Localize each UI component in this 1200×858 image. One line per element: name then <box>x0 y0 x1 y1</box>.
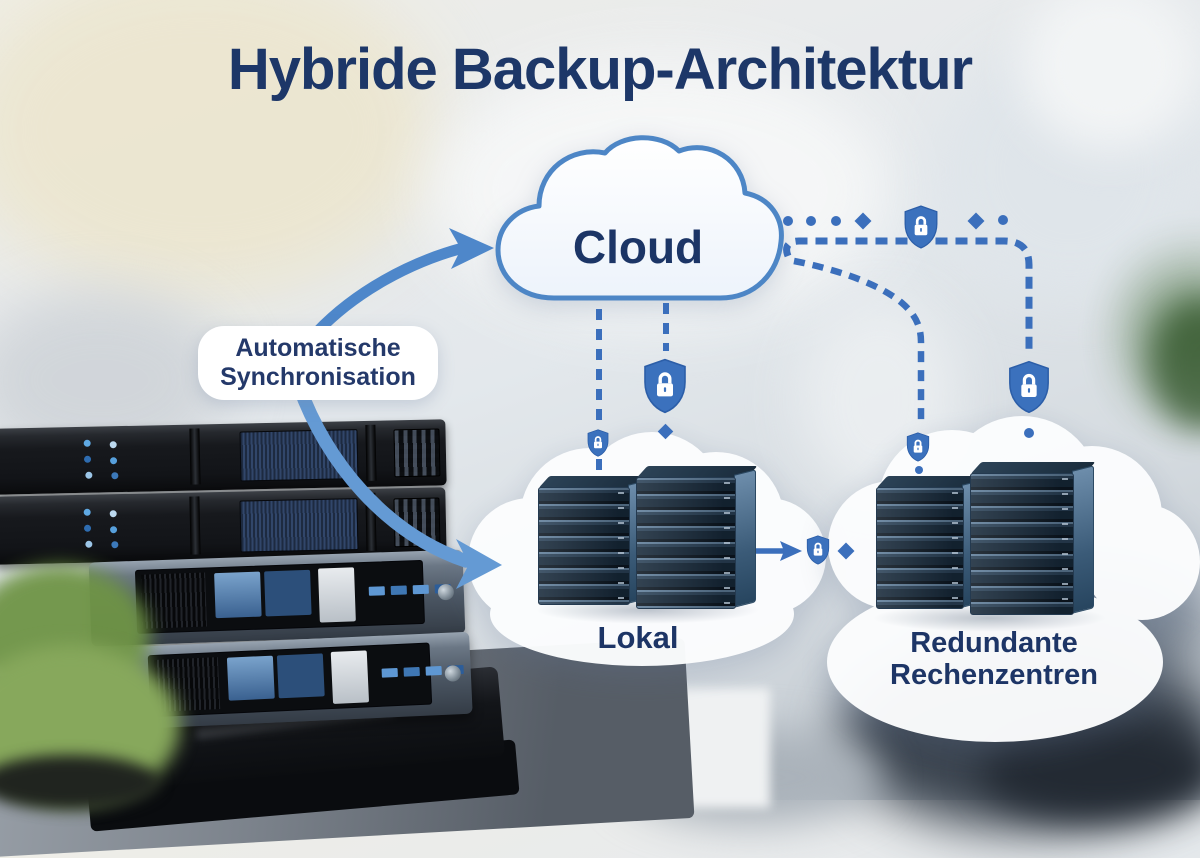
led-indicators <box>381 667 398 678</box>
rack-keypad <box>393 497 441 548</box>
redundant-server-tower-2 <box>970 462 1096 615</box>
server-stack-photo <box>0 0 1200 800</box>
led-indicators <box>83 508 91 516</box>
rack-lock <box>437 583 455 601</box>
rack-server-1 <box>0 419 447 495</box>
rack-bay <box>134 559 425 634</box>
tower-front <box>876 487 964 609</box>
rack-mesh-panel <box>239 498 359 553</box>
tower-front <box>636 477 736 609</box>
local-server-tower-1 <box>538 476 652 605</box>
rack-label-card <box>330 650 370 704</box>
rack-divider <box>189 428 201 485</box>
led-indicators <box>368 586 385 596</box>
rack-label-card <box>317 567 356 623</box>
rack-divider <box>365 424 377 481</box>
rack-drive-panels <box>226 655 275 701</box>
rack-mesh-panel <box>239 429 359 482</box>
rack-keypad <box>393 428 441 478</box>
rack-drive-panels <box>214 571 262 618</box>
tower-front <box>970 473 1074 615</box>
rack-divider <box>189 496 201 555</box>
rack-bay <box>147 642 433 718</box>
rack-divider <box>365 492 377 551</box>
rack-lock <box>444 665 462 682</box>
tower-side <box>734 469 756 608</box>
rack-grille <box>141 572 207 629</box>
background-window <box>1020 0 1200 150</box>
redundant-server-tower-1 <box>876 476 986 609</box>
led-indicators <box>83 439 91 447</box>
tower-front <box>538 487 630 605</box>
tower-side <box>1072 465 1094 614</box>
local-server-tower-2 <box>636 466 758 609</box>
